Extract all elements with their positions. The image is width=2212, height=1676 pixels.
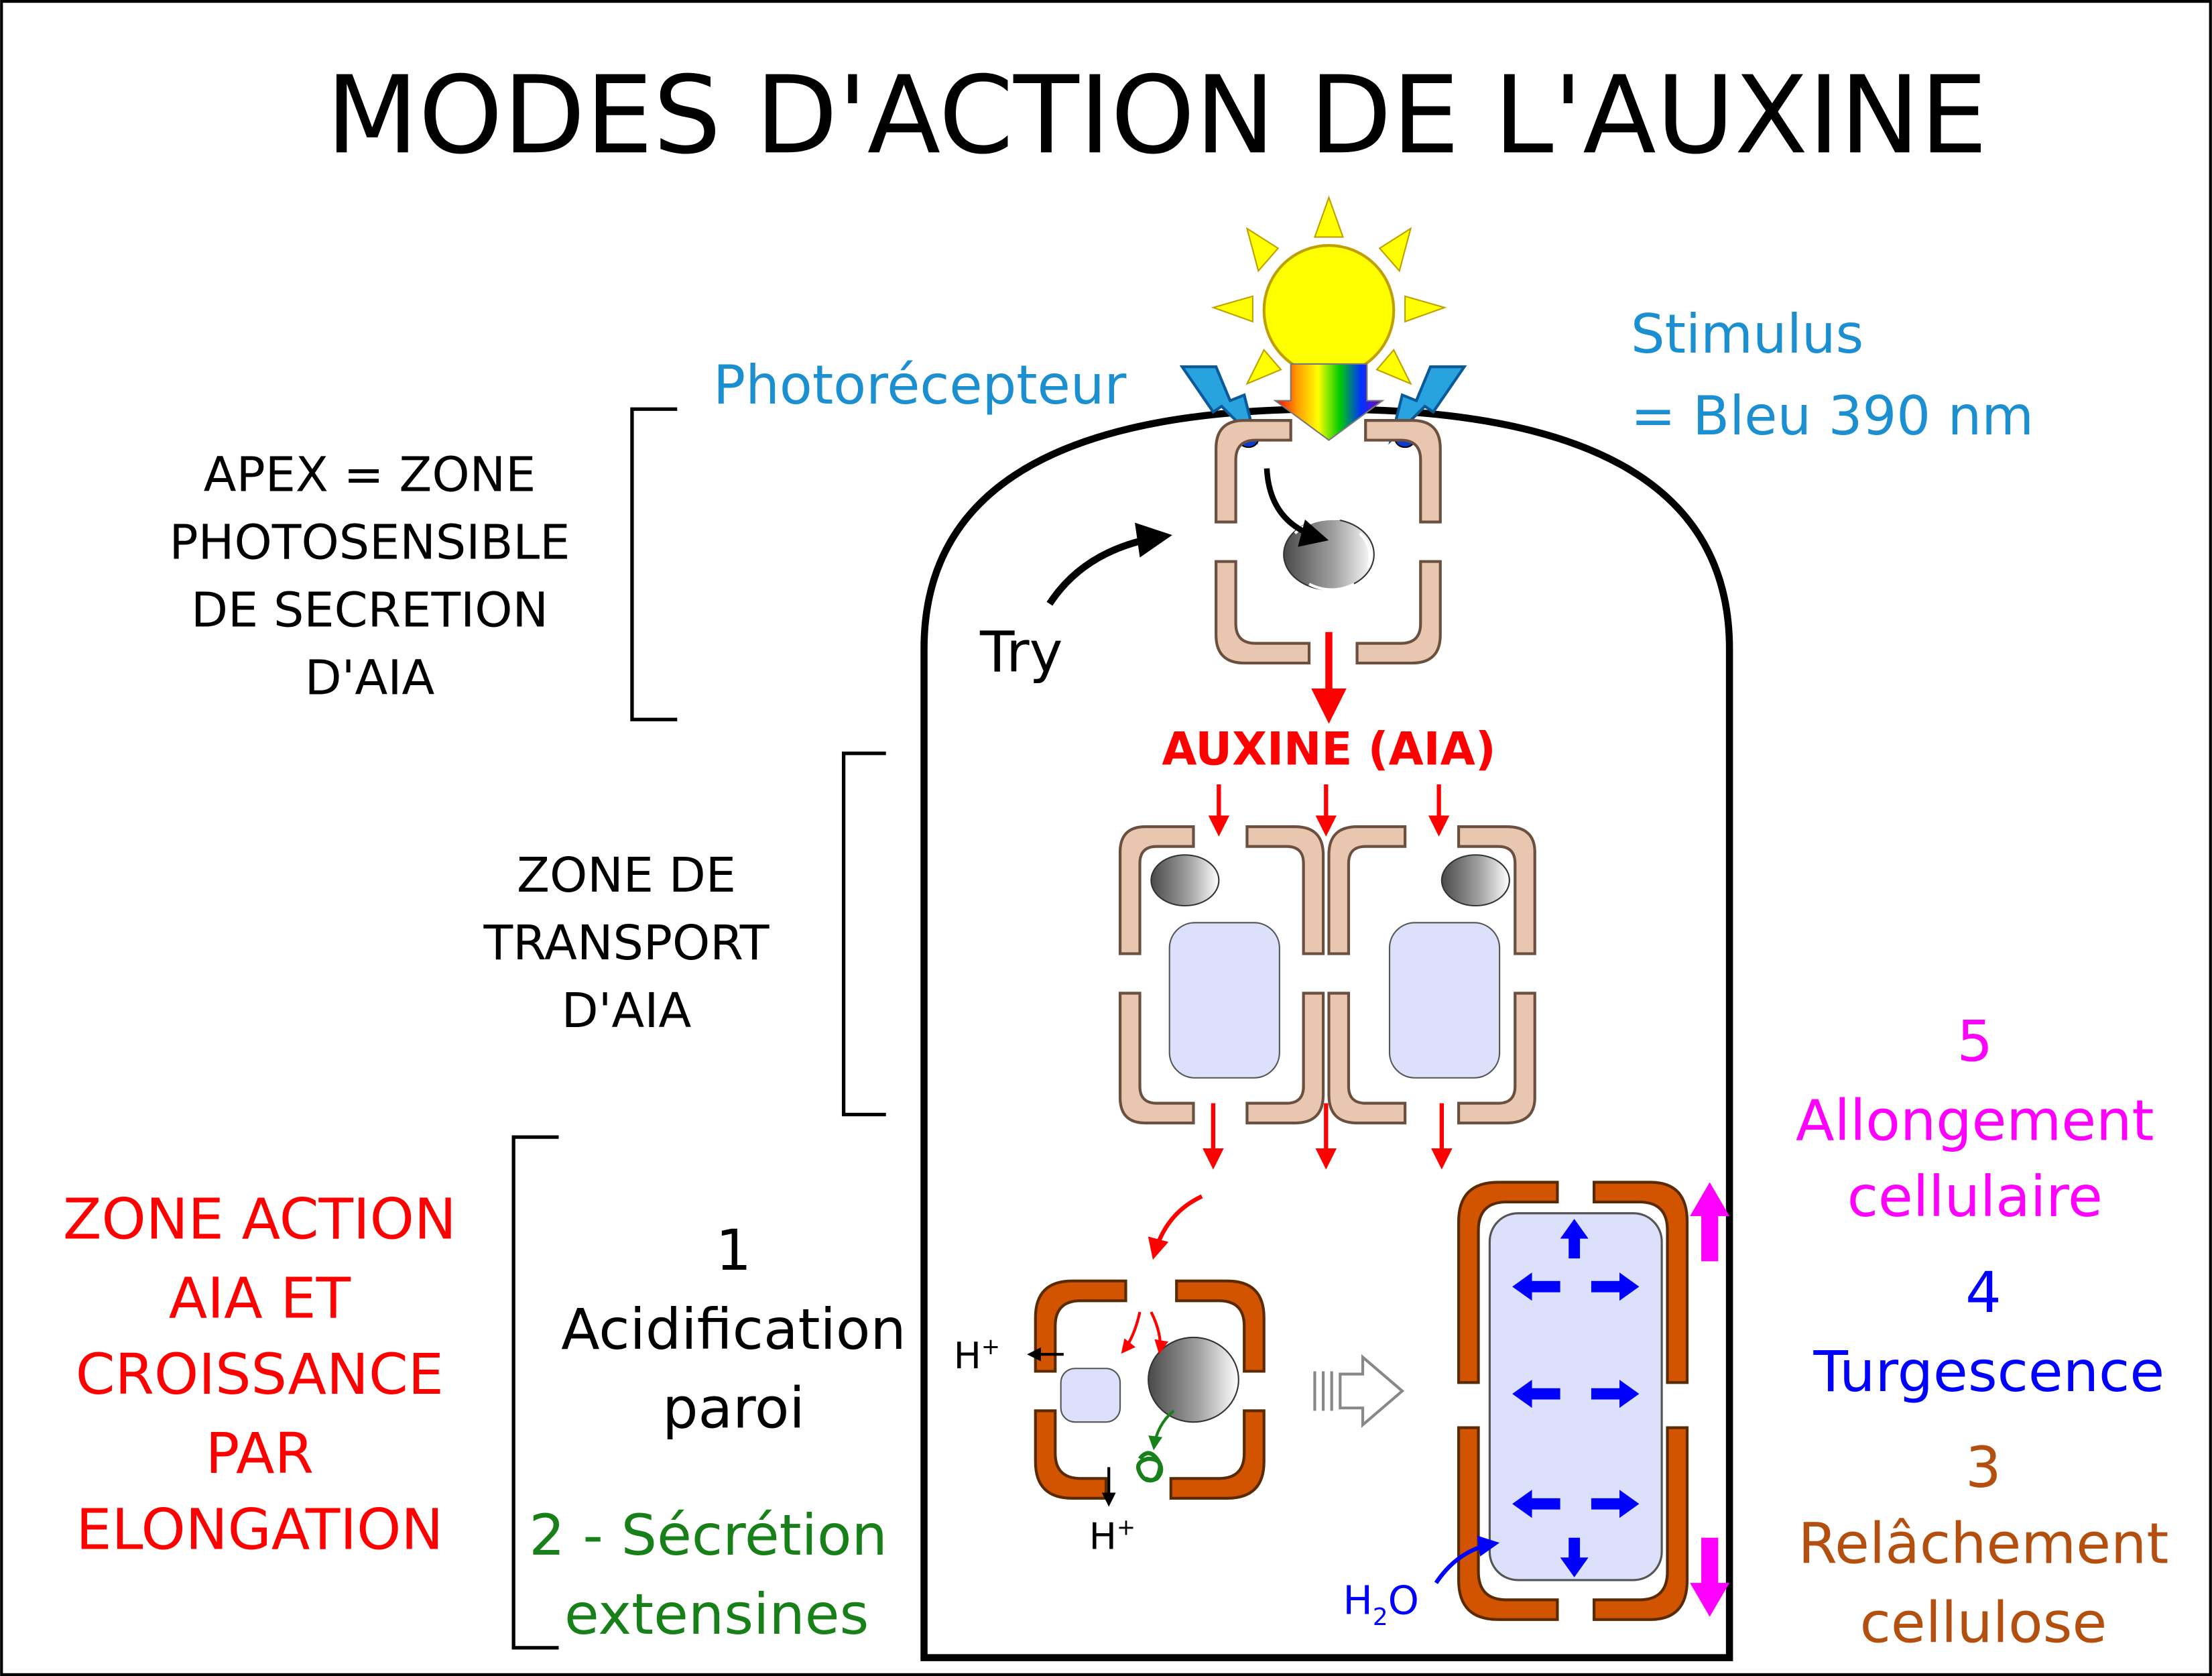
transport-cells (1118, 825, 1536, 1125)
apex-cell (1215, 419, 1442, 665)
elongation-arrows (1690, 1182, 1730, 1617)
apex-bracket (630, 407, 678, 721)
svg-text:5: 5 (1957, 1008, 1993, 1074)
svg-text:cellulaire: cellulaire (1847, 1164, 2103, 1230)
svg-text:ZONE DE: ZONE DE (517, 847, 736, 903)
try-arrow (1046, 522, 1172, 606)
transport-bracket (841, 752, 886, 1117)
water-arrow (1434, 1535, 1500, 1584)
svg-text:AIA ET: AIA ET (169, 1265, 351, 1331)
page-title: MODES D'ACTION DE L'AUXINE (326, 53, 1987, 178)
sun-icon (1211, 195, 1447, 385)
step1-label: 1 Acidification paroi (561, 1217, 906, 1441)
vacuole-right (1388, 922, 1501, 1079)
extensin-arrow (1148, 1409, 1175, 1451)
tryptophan-entry-arrow (1264, 468, 1329, 547)
svg-text:4: 4 (1965, 1260, 2002, 1325)
step3-label: 3 Relâchement cellulose (1798, 1435, 2168, 1655)
elongated-cell-walls (1457, 1181, 1689, 1621)
nucleus-left (1150, 854, 1220, 907)
apex-zone-label: APEX = ZONE PHOTOSENSIBLE DE SECRETION D… (170, 446, 570, 705)
svg-text:1: 1 (716, 1217, 752, 1283)
svg-text:PHOTOSENSIBLE: PHOTOSENSIBLE (170, 514, 570, 570)
svg-text:paroi: paroi (662, 1376, 805, 1441)
transport-zone-label: ZONE DE TRANSPORT D'AIA (483, 847, 770, 1038)
svg-text:TRANSPORT: TRANSPORT (483, 915, 770, 971)
svg-text:ELONGATION: ELONGATION (76, 1497, 443, 1563)
transition-arrow (1313, 1354, 1405, 1428)
svg-text:ZONE ACTION: ZONE ACTION (63, 1187, 456, 1252)
light-beam (1273, 363, 1385, 441)
auxin-entry-arrow (1148, 1194, 1203, 1260)
try-label: Try (979, 619, 1062, 685)
auxin-inner-arrow-2 (1150, 1311, 1169, 1355)
svg-text:PAR: PAR (206, 1421, 314, 1486)
step4-label: 4 Turgescence (1813, 1260, 2165, 1404)
small-vacuole (1060, 1368, 1121, 1423)
proton-label-left: H+ (954, 1333, 1000, 1377)
photoreceptor-label: Photorécepteur (713, 354, 1126, 416)
stimulus-label: Stimulus (1631, 303, 1863, 365)
elongated-vacuole (1488, 1212, 1663, 1581)
svg-text:APEX = ZONE: APEX = ZONE (204, 446, 536, 502)
svg-text:2 - Sécrétion: 2 - Sécrétion (529, 1502, 887, 1568)
acidification-cell (1034, 1279, 1266, 1500)
svg-text:CROISSANCE: CROISSANCE (76, 1341, 444, 1407)
svg-text:Acidification: Acidification (561, 1297, 906, 1362)
auxin-label: AUXINE (AIA) (1162, 723, 1495, 776)
step2-label: 2 - Sécrétion extensines (529, 1502, 887, 1647)
svg-text:extensines: extensines (564, 1581, 869, 1647)
svg-text:D'AIA: D'AIA (305, 650, 435, 705)
extensin-icon (1135, 1451, 1164, 1483)
stimulus-wavelength: = Bleu 390 nm (1631, 385, 2034, 447)
turgescence-arrows (1512, 1219, 1640, 1577)
action-bracket (511, 1135, 559, 1650)
water-label: H2O (1343, 1577, 1419, 1631)
vacuole-left (1168, 922, 1280, 1079)
step5-label: 5 Allongement cellulaire (1796, 1008, 2154, 1229)
action-zone-label: ZONE ACTION AIA ET CROISSANCE PAR ELONGA… (63, 1187, 456, 1563)
svg-text:Relâchement: Relâchement (1798, 1511, 2168, 1577)
svg-text:Turgescence: Turgescence (1813, 1339, 2165, 1404)
svg-text:3: 3 (1965, 1435, 2002, 1500)
svg-text:D'AIA: D'AIA (562, 983, 692, 1038)
svg-text:DE SECRETION: DE SECRETION (191, 582, 548, 638)
proton-label-bottom: H+ (1089, 1514, 1135, 1558)
acid-cell-nucleus (1148, 1336, 1239, 1423)
auxin-inner-arrow-1 (1121, 1311, 1142, 1354)
nucleus-right (1440, 854, 1510, 907)
svg-text:cellulose: cellulose (1860, 1590, 2107, 1655)
svg-text:Allongement: Allongement (1796, 1087, 2154, 1153)
